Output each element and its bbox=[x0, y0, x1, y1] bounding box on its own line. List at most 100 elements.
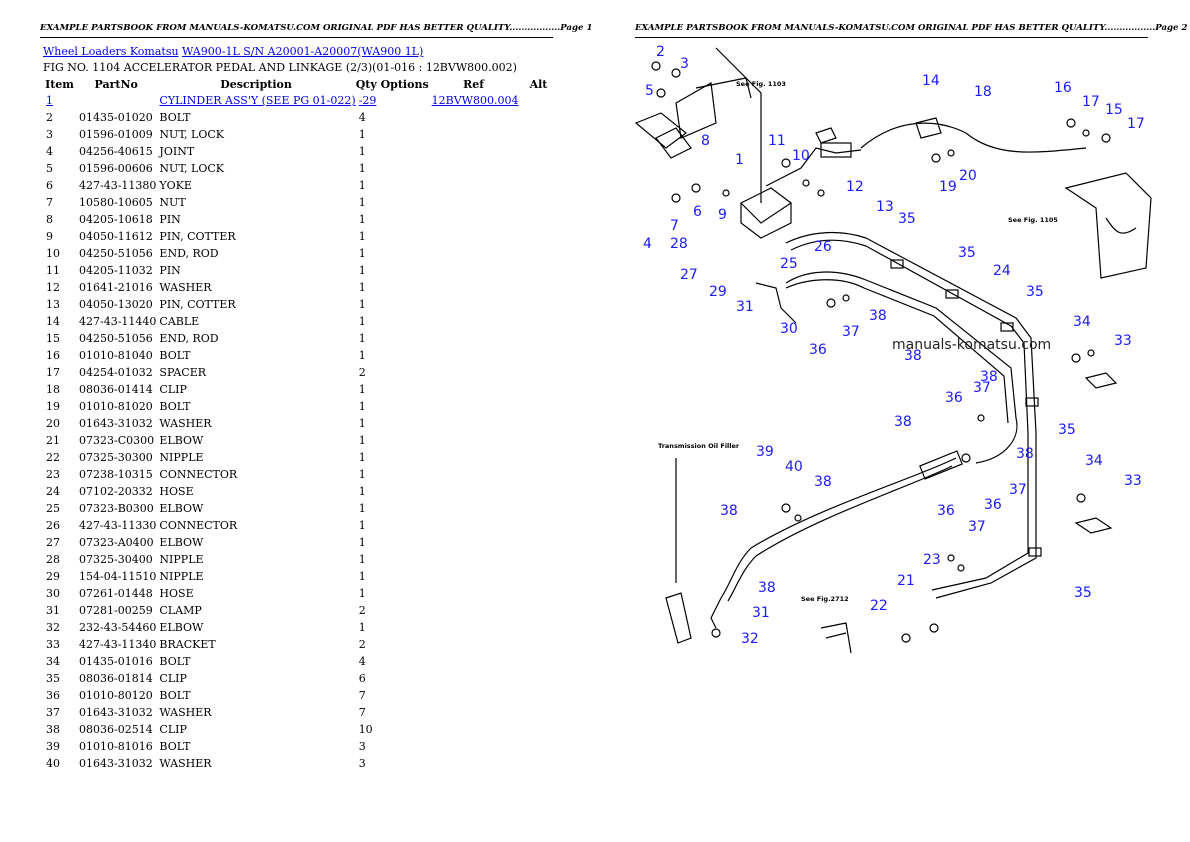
callout-label: 3 bbox=[680, 56, 689, 72]
callout-label: 35 bbox=[1026, 284, 1044, 300]
description-cell: NIPPLE bbox=[159, 451, 204, 464]
ref-cell bbox=[429, 551, 519, 568]
qty-cell: 1 bbox=[358, 485, 366, 498]
callout-label: 1 bbox=[735, 152, 744, 168]
partno-cell bbox=[76, 92, 156, 109]
callout-label: 8 bbox=[701, 133, 710, 149]
callout-label: 40 bbox=[785, 459, 803, 475]
alt-cell bbox=[518, 177, 558, 194]
callout-label: 34 bbox=[1085, 453, 1103, 469]
ref-cell bbox=[429, 109, 519, 126]
description-cell: WASHER bbox=[159, 706, 212, 719]
ref-cell bbox=[429, 279, 519, 296]
description-cell: CONNECTOR bbox=[159, 468, 238, 481]
qty-cell: 1 bbox=[358, 315, 366, 328]
ref-cell bbox=[429, 602, 519, 619]
callout-label: 25 bbox=[780, 256, 798, 272]
note-see-fig-1103: See Fig. 1103 bbox=[736, 80, 786, 88]
description-cell: BOLT bbox=[159, 111, 191, 124]
alt-cell bbox=[518, 381, 558, 398]
alt-cell bbox=[518, 432, 558, 449]
description-cell: HOSE bbox=[159, 485, 194, 498]
qty-cell: 1 bbox=[358, 383, 366, 396]
col-header-alt: Alt bbox=[529, 77, 548, 91]
description-cell: SPACER bbox=[159, 366, 207, 379]
ref-cell bbox=[429, 245, 519, 262]
callout-label: 11 bbox=[768, 133, 786, 149]
partno-cell: 01643-31032 bbox=[79, 757, 153, 770]
alt-cell bbox=[518, 466, 558, 483]
callout-label: 17 bbox=[1127, 116, 1145, 132]
item-link[interactable]: 1 bbox=[46, 94, 53, 107]
breadcrumb-link-model[interactable]: WA900-1L S/N A20001-A20007(WA900 1L) bbox=[182, 45, 424, 58]
alt-cell bbox=[518, 279, 558, 296]
callout-label: 24 bbox=[993, 263, 1011, 279]
ref-cell bbox=[429, 330, 519, 347]
ref-cell bbox=[429, 449, 519, 466]
callout-label: 38 bbox=[720, 503, 738, 519]
callout-label: 31 bbox=[736, 299, 754, 315]
breadcrumb-link-category[interactable]: Wheel Loaders Komatsu bbox=[43, 45, 179, 58]
description-cell: CLIP bbox=[159, 723, 187, 736]
parts-table: Item PartNo Description Qty Options Ref … bbox=[43, 76, 558, 772]
callout-label: 38 bbox=[904, 348, 922, 364]
partno-cell: 01596-00606 bbox=[79, 162, 153, 175]
callout-label: 5 bbox=[645, 83, 654, 99]
description-cell: BOLT bbox=[159, 400, 191, 413]
qty-cell: 1 bbox=[358, 553, 366, 566]
qty-cell: 1 bbox=[358, 621, 366, 634]
item-cell: 25 bbox=[46, 502, 60, 515]
note-see-fig-2712: See Fig.2712 bbox=[801, 595, 849, 603]
partno-cell: 01641-21016 bbox=[79, 281, 153, 294]
partno-cell: 04050-11612 bbox=[79, 230, 153, 243]
alt-cell bbox=[518, 755, 558, 772]
qty-cell: 7 bbox=[358, 706, 366, 719]
callout-label: 38 bbox=[980, 369, 998, 385]
callout-label: 36 bbox=[809, 342, 827, 358]
ref-cell bbox=[429, 483, 519, 500]
qty-link[interactable]: -29 bbox=[358, 94, 377, 107]
qty-cell: 1 bbox=[358, 468, 366, 481]
callout-label: 9 bbox=[718, 207, 727, 223]
partno-cell: 07323-C0300 bbox=[79, 434, 155, 447]
partno-cell: 07261-01448 bbox=[79, 587, 153, 600]
callout-labels: 2 3 5 1 8 4 6 7 9 28 27 29 31 30 11 10 1… bbox=[643, 44, 1145, 647]
table-row: 1 CYLINDER ASS'Y (SEE PG 01-022) -29 12B… bbox=[43, 92, 558, 109]
partno-cell: 01643-31032 bbox=[79, 417, 153, 430]
alt-cell bbox=[518, 313, 558, 330]
qty-cell: 1 bbox=[358, 536, 366, 549]
alt-cell bbox=[518, 398, 558, 415]
description-cell: BOLT bbox=[159, 349, 191, 362]
description-link[interactable]: CYLINDER ASS'Y (SEE PG 01-022) bbox=[159, 94, 356, 107]
qty-cell: 4 bbox=[358, 111, 366, 124]
item-cell: 37 bbox=[46, 706, 60, 719]
callout-label: 38 bbox=[869, 308, 887, 324]
partno-cell: 07323-A0400 bbox=[79, 536, 154, 549]
callout-label: 10 bbox=[792, 148, 810, 164]
alt-cell bbox=[518, 585, 558, 602]
ref-cell bbox=[429, 738, 519, 755]
qty-cell: 6 bbox=[358, 672, 366, 685]
ref-cell bbox=[429, 636, 519, 653]
item-cell: 17 bbox=[46, 366, 60, 379]
item-cell: 16 bbox=[46, 349, 60, 362]
callout-label: 12 bbox=[846, 179, 864, 195]
alt-cell bbox=[518, 517, 558, 534]
ref-cell bbox=[429, 687, 519, 704]
ref-link[interactable]: 12BVW800.004 bbox=[431, 94, 519, 107]
ref-cell bbox=[429, 517, 519, 534]
partno-cell: 07325-30300 bbox=[79, 451, 153, 464]
alt-cell bbox=[518, 721, 558, 738]
callout-label: 33 bbox=[1124, 473, 1142, 489]
ref-cell bbox=[429, 211, 519, 228]
